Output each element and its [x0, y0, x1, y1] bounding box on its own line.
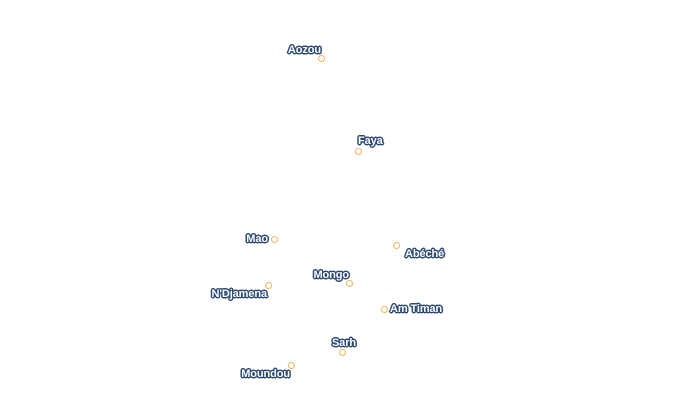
city-dot[interactable]	[345, 279, 353, 287]
city-label: Mao	[246, 233, 268, 245]
city-label: Abéché	[405, 248, 445, 260]
city-dot[interactable]	[264, 281, 272, 289]
city-label: N'Djamena	[211, 288, 267, 300]
city-label: Am Timan	[390, 303, 443, 315]
city-dot[interactable]	[338, 348, 346, 356]
city-dot[interactable]	[354, 147, 362, 155]
city-label: Faya	[358, 135, 383, 147]
city-label: Mongo	[313, 269, 349, 281]
city-dot[interactable]	[317, 54, 325, 62]
city-dot[interactable]	[380, 305, 388, 313]
city-label: Aozou	[287, 44, 321, 56]
city-dot[interactable]	[270, 235, 278, 243]
city-label: Moundou	[241, 368, 290, 380]
city-dot[interactable]	[392, 241, 400, 249]
city-label: Sarh	[331, 337, 356, 349]
city-dot[interactable]	[287, 361, 295, 369]
